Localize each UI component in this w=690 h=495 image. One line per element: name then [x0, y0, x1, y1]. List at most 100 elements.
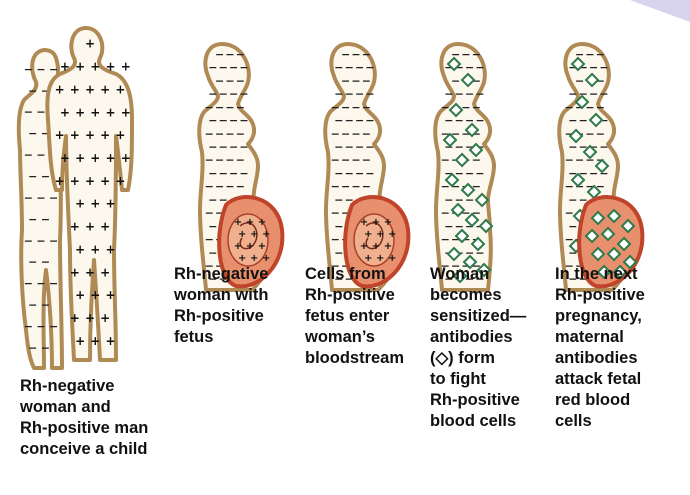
body-marker: − [365, 114, 374, 127]
body-marker: + [234, 217, 242, 228]
body-marker: + [70, 265, 80, 279]
body-marker: − [208, 273, 217, 286]
body-marker: + [262, 253, 270, 264]
body-marker: − [472, 180, 481, 193]
body-marker: + [75, 151, 85, 165]
body-marker: − [225, 48, 234, 61]
body-marker: − [334, 193, 343, 206]
body-marker: − [589, 167, 598, 180]
body-marker: − [465, 193, 474, 206]
body-marker: − [355, 140, 364, 153]
body-marker: − [36, 149, 45, 162]
body-marker: − [331, 180, 340, 193]
antibody-marker [606, 246, 622, 262]
caption-sensitized: Woman becomes sensitized— antibodies (◇)… [430, 265, 527, 430]
body-marker: − [225, 154, 234, 167]
body-marker: − [451, 259, 460, 272]
body-marker: − [441, 259, 450, 272]
antibody-marker [570, 172, 586, 188]
body-marker: − [229, 167, 238, 180]
body-marker: − [568, 140, 577, 153]
body-marker: + [121, 105, 131, 119]
body-marker: − [219, 140, 228, 153]
antibody-marker [448, 102, 464, 118]
body-marker: + [100, 82, 110, 96]
body-marker: − [36, 191, 45, 204]
body-marker: − [355, 88, 364, 101]
antibody-marker [616, 236, 632, 252]
body-marker: − [465, 88, 474, 101]
body-marker: + [388, 229, 396, 240]
body-marker: + [105, 60, 115, 74]
antibody-marker [596, 264, 612, 280]
body-marker: + [105, 151, 115, 165]
antibody-marker [622, 254, 638, 270]
uterus: ++++++++++++ [343, 195, 411, 289]
body-marker: − [472, 207, 481, 220]
body-marker: − [205, 127, 214, 140]
body-marker: + [100, 174, 110, 188]
body-marker: − [362, 74, 371, 87]
body-marker: − [219, 273, 228, 286]
body-marker: + [384, 217, 392, 228]
body-marker: + [258, 241, 266, 252]
body-marker: − [455, 114, 464, 127]
body-marker: − [362, 48, 371, 61]
body-marker: − [365, 61, 374, 74]
body-marker: − [465, 273, 474, 286]
body-marker: − [334, 140, 343, 153]
body-marker: − [455, 193, 464, 206]
body-marker: + [85, 82, 95, 96]
body-marker: + [55, 82, 65, 96]
body-marker: − [41, 256, 50, 269]
body-marker: + [70, 174, 80, 188]
body-marker: + [105, 334, 115, 348]
body-marker: + [250, 253, 258, 264]
body-marker: − [24, 149, 33, 162]
body-marker: − [41, 170, 50, 183]
body-marker: − [215, 154, 224, 167]
body-marker: − [341, 259, 350, 272]
body-marker: − [596, 180, 605, 193]
body-marker: − [236, 48, 245, 61]
body-marker: − [205, 154, 214, 167]
body-marker: + [90, 105, 100, 119]
body-marker: − [472, 48, 481, 61]
body-marker: − [341, 180, 350, 193]
antibody-marker [470, 236, 486, 252]
body-marker: + [85, 174, 95, 188]
body-marker: − [334, 246, 343, 259]
body-marker: + [70, 220, 80, 234]
body-marker: − [219, 193, 228, 206]
antibody-marker [446, 246, 462, 262]
body-marker: − [345, 114, 354, 127]
antibody-marker [570, 56, 586, 72]
body-marker: − [589, 61, 598, 74]
body-marker: − [585, 101, 594, 114]
body-marker: − [229, 140, 238, 153]
body-marker: − [345, 61, 354, 74]
body-marker: + [70, 311, 80, 325]
body-marker: − [208, 88, 217, 101]
body-marker: − [334, 167, 343, 180]
body-marker: + [60, 151, 70, 165]
body-marker: − [331, 259, 340, 272]
body-marker: − [334, 220, 343, 233]
body-marker: − [215, 101, 224, 114]
body-marker: + [85, 37, 95, 51]
body-marker: + [90, 151, 100, 165]
antibody-marker [584, 228, 600, 244]
antibody-marker [568, 128, 584, 144]
body-marker: + [258, 217, 266, 228]
body-marker: − [215, 48, 224, 61]
antibody-marker [574, 94, 590, 110]
body-marker: − [331, 154, 340, 167]
antibody-marker [588, 112, 604, 128]
body-marker: + [384, 241, 392, 252]
body-marker: + [90, 197, 100, 211]
body-marker: − [225, 127, 234, 140]
antibody-marker [454, 152, 470, 168]
body-marker: − [565, 233, 574, 246]
body-marker: − [239, 114, 248, 127]
